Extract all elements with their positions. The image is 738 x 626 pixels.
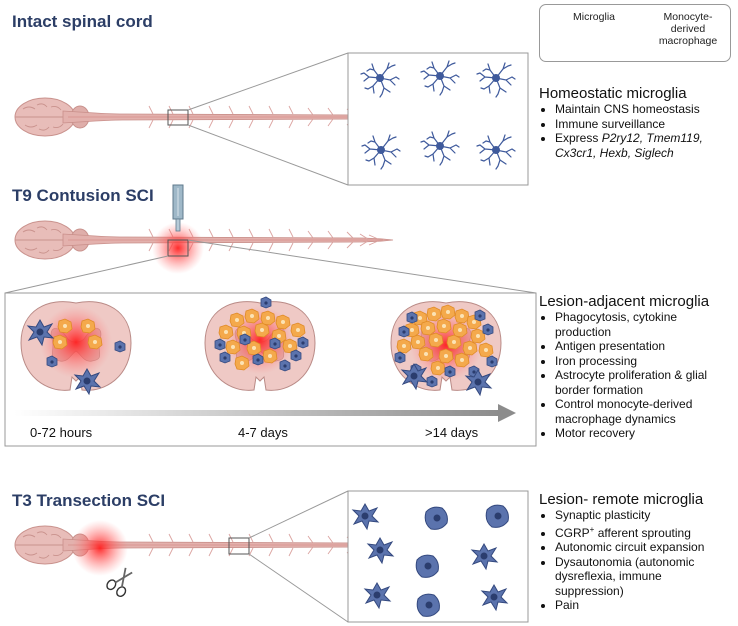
- list-item: Iron processing: [555, 354, 735, 369]
- timeline-label-late: >14 days: [425, 425, 479, 440]
- intact-cord-illustration: [14, 52, 394, 186]
- express-prefix: Express: [555, 131, 602, 145]
- list-item: Autonomic circuit expansion: [555, 540, 731, 555]
- remote-heading: Lesion- remote microglia: [539, 491, 704, 508]
- t9-title: T9 Contusion SCI: [12, 186, 154, 205]
- cgrp-superscript: +: [589, 524, 595, 534]
- intact-title: Intact spinal cord: [12, 12, 153, 31]
- timeline-arrow: [14, 404, 516, 422]
- homeostatic-list: Maintain CNS homeostasis Immune surveill…: [539, 102, 738, 160]
- list-item: Synaptic plasticity: [555, 508, 731, 523]
- t9-cord-illustration: [4, 184, 537, 294]
- timeline-label-early: 0-72 hours: [30, 425, 93, 440]
- cross-section-late: [390, 301, 502, 396]
- adjacent-list: Phagocytosis, cytokine production Antige…: [539, 310, 735, 441]
- list-item: Immune surveillance: [555, 117, 738, 132]
- list-item: Antigen presentation: [555, 339, 735, 354]
- cgrp-label: CGRP: [555, 525, 590, 540]
- list-item: Maintain CNS homeostasis: [555, 102, 738, 117]
- remote-list: Synaptic plasticity CGRP+ afferent sprou…: [539, 508, 731, 613]
- legend-macrophage-label: Monocyte-derived macrophage: [658, 11, 718, 47]
- t3-title: T3 Transection SCI: [12, 491, 166, 510]
- t3-cord-illustration: [14, 490, 394, 623]
- express-genes: P2ry12, Tmem119, Cx3cr1, Hexb, Siglech: [555, 131, 703, 160]
- list-item: Phagocytosis, cytokine production: [555, 310, 735, 339]
- legend-microglia-label: Microglia: [572, 11, 615, 23]
- cross-section-mid: [204, 296, 316, 391]
- timeline-label-mid: 4-7 days: [238, 425, 288, 440]
- list-item: Motor recovery: [555, 426, 735, 441]
- list-item: Express P2ry12, Tmem119, Cx3cr1, Hexb, S…: [555, 131, 738, 160]
- scissors-icon: [106, 567, 133, 598]
- legend: Microglia Monocyte-derived macrophage: [539, 4, 731, 62]
- list-item: Astrocyte proliferation & glial border f…: [555, 368, 735, 397]
- list-item: Control monocyte-derived macrophage dyna…: [555, 397, 735, 426]
- cross-section-early: [20, 301, 132, 395]
- homeostatic-heading: Homeostatic microglia: [539, 85, 687, 102]
- list-item: CGRP+ afferent sprouting: [555, 523, 731, 541]
- list-item: Dysautonomia (autonomic dysreflexia, imm…: [555, 555, 731, 599]
- list-item: Pain: [555, 598, 731, 613]
- adjacent-heading: Lesion-adjacent microglia: [539, 293, 710, 310]
- cgrp-text: afferent sprouting: [597, 525, 691, 540]
